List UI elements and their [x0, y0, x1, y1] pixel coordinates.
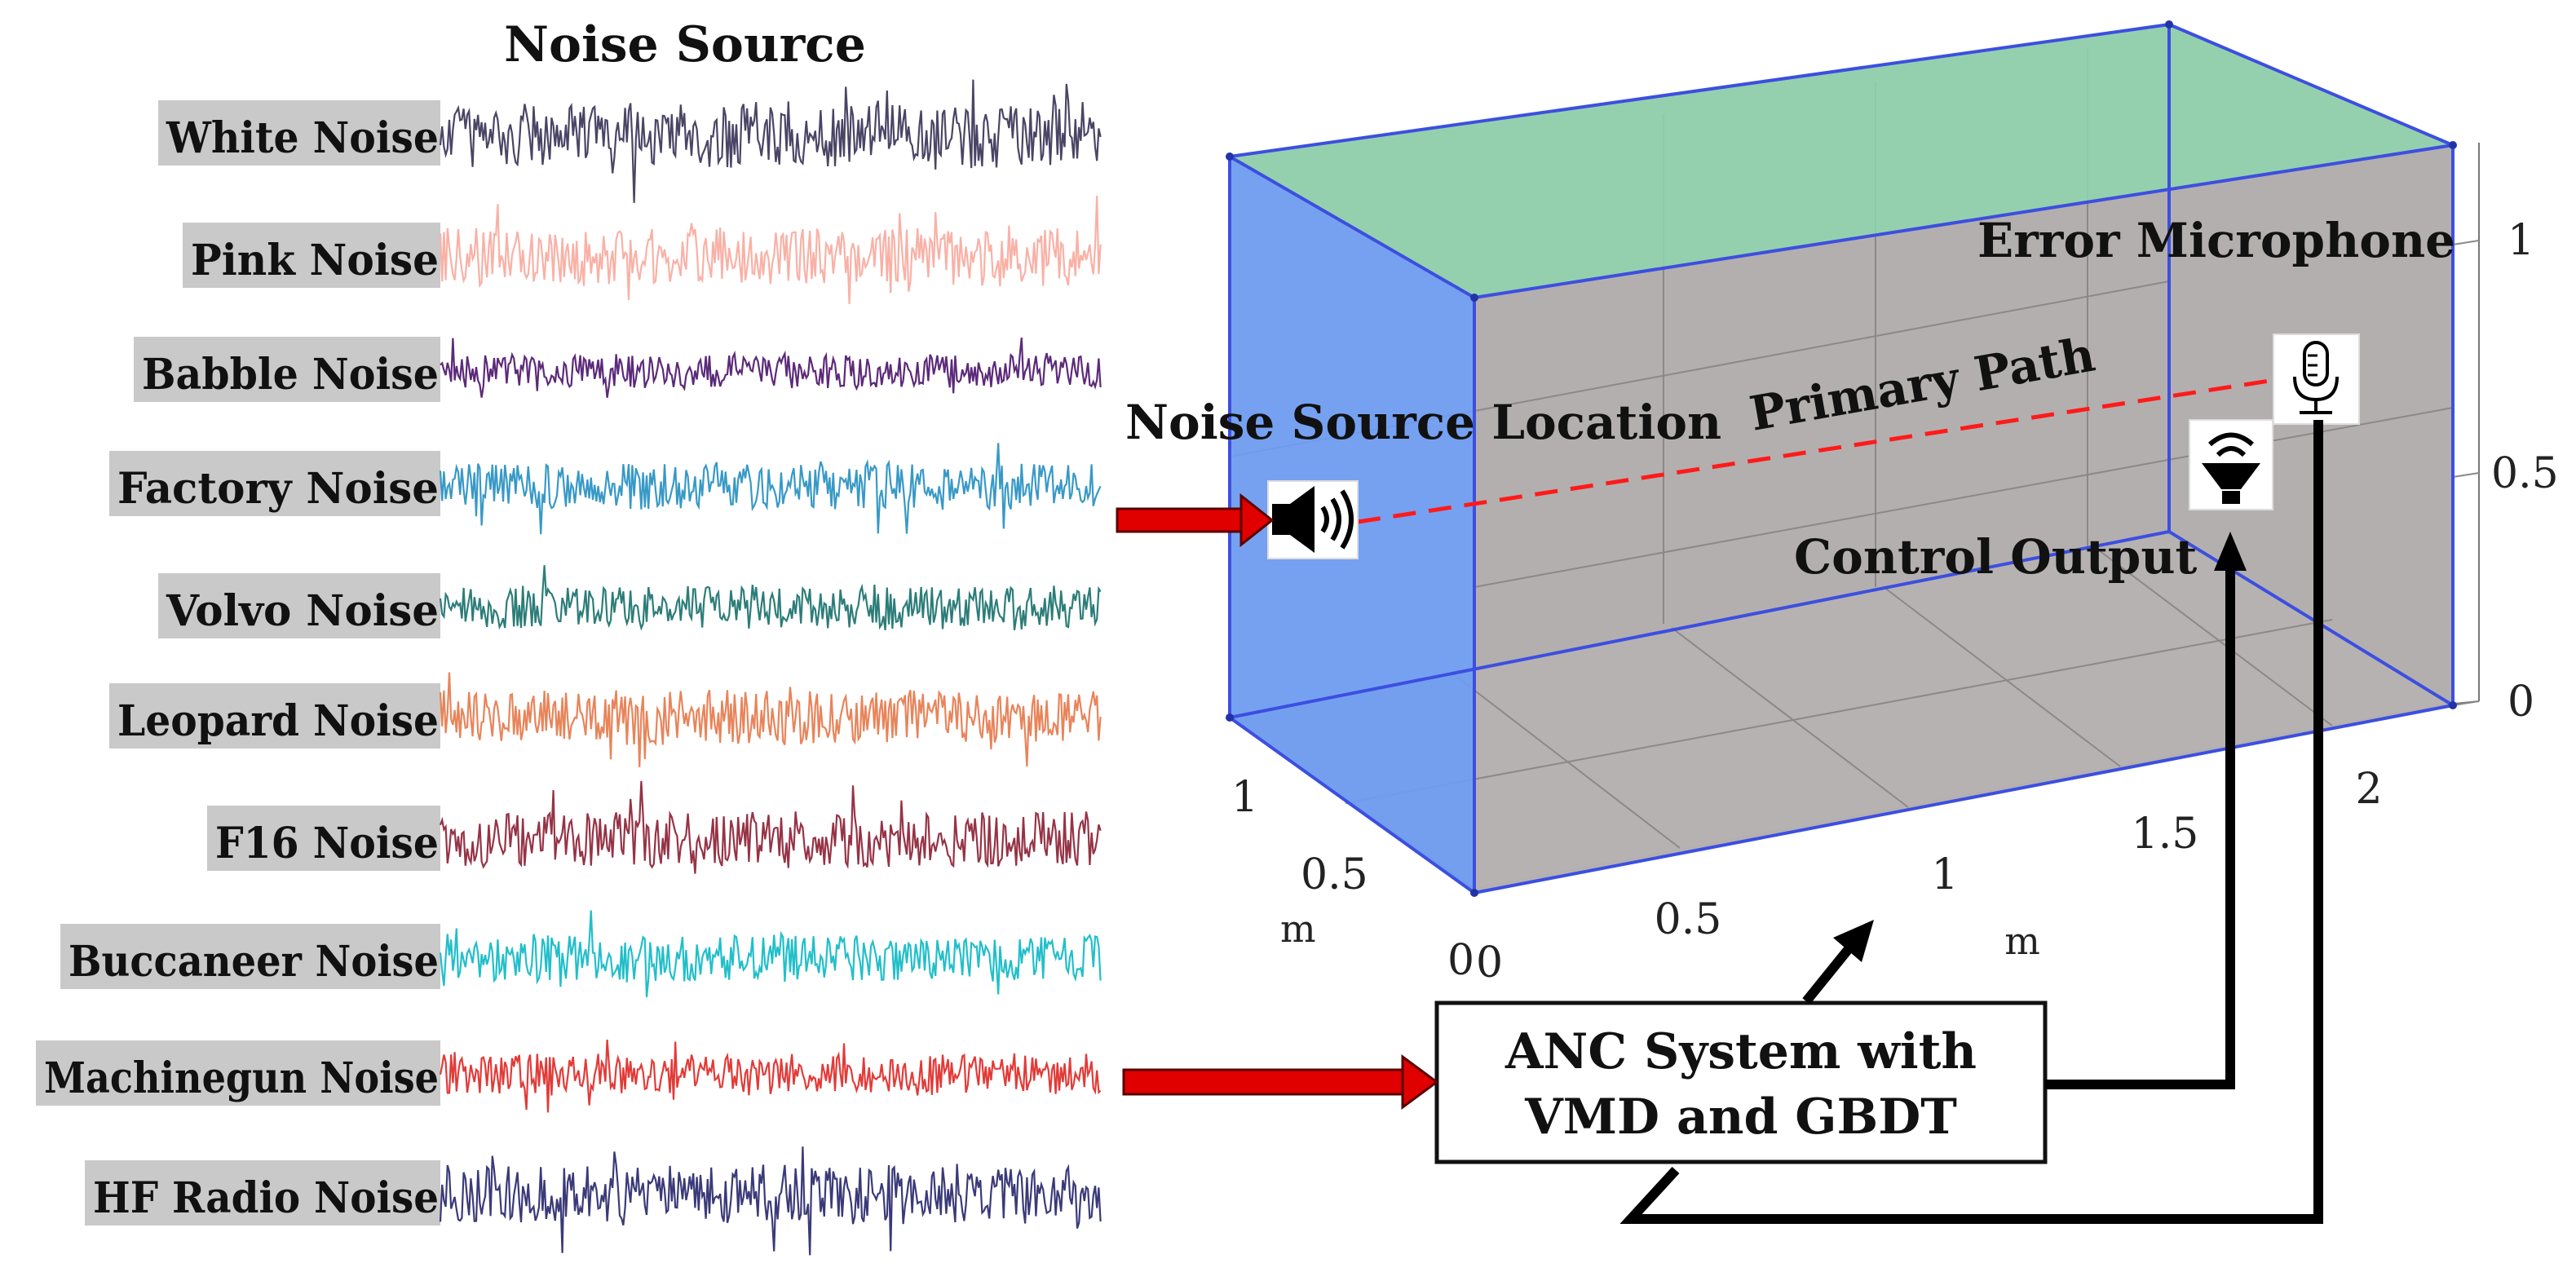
- noise-label: Buccaneer Noise: [68, 937, 439, 987]
- z-tick: 0: [2508, 678, 2534, 727]
- noise-label-background: [85, 1160, 440, 1226]
- noise-label-background: [183, 223, 440, 288]
- noise-input-arrow-anc: [1122, 1054, 1439, 1110]
- anc-system-box: [1434, 1000, 2048, 1164]
- z-tick: 0.5: [2491, 449, 2559, 498]
- anc-box-line1: ANC System with: [1505, 1023, 1977, 1080]
- z-tick: 1: [2508, 216, 2534, 265]
- noise-waveform: [439, 1146, 1102, 1256]
- speaker-icon: [1267, 480, 1359, 559]
- noise-source-title: Noise Source: [504, 16, 866, 73]
- noise-waveform: [439, 79, 1102, 203]
- noise-label-background: [134, 337, 440, 402]
- room-floor-face: [1230, 532, 2453, 893]
- noise-label: Leopard Noise: [117, 696, 439, 746]
- noise-label-background: [207, 806, 440, 871]
- noise-waveform: [439, 672, 1102, 767]
- x-tick: 0.5: [1655, 895, 1722, 944]
- noise-waveform: [440, 338, 1102, 398]
- noise-label: White Noise: [166, 113, 439, 163]
- x-axis-ticks: 0 0.5 1 1.5 2 m: [1476, 765, 2383, 987]
- control-output-arrowhead: [2214, 532, 2247, 571]
- noise-label: Pink Noise: [191, 236, 439, 285]
- y-axis-ticks: 0 0.5 1 m: [1231, 773, 1474, 985]
- x-axis-unit: m: [2004, 919, 2040, 963]
- noise-label-background: [60, 924, 440, 989]
- noise-label-background: [109, 683, 440, 749]
- x-tick: 2: [2355, 765, 2382, 814]
- anc-box-line2: VMD and GBDT: [1524, 1089, 1957, 1146]
- anc-to-room-connector: [1802, 943, 1855, 1005]
- error-microphone-label: Error Microphone: [1977, 213, 2455, 268]
- noise-label-background: [36, 1040, 440, 1106]
- anc-to-room-arrowhead: [1833, 920, 1874, 962]
- y-tick: 1: [1231, 773, 1258, 822]
- feedback-connectors: [1619, 420, 2323, 1224]
- noise-label-background: [158, 573, 440, 638]
- noise-label-background: [158, 100, 440, 166]
- noise-source-location-label: Noise Source Location: [1125, 395, 1721, 450]
- noise-waveform: [439, 910, 1102, 998]
- x-tick: 1.5: [2132, 810, 2199, 859]
- y-tick: 0.5: [1301, 850, 1368, 899]
- noise-waveform: [439, 565, 1102, 631]
- error-mic-connector: [1619, 420, 2323, 1224]
- loudspeaker-icon: [2189, 419, 2273, 510]
- noise-label: Volvo Noise: [166, 586, 439, 636]
- noise-label: Babble Noise: [142, 350, 439, 400]
- noise-label: F16 Noise: [215, 819, 439, 868]
- noise-waveform: [439, 443, 1102, 535]
- room-corners: [1226, 20, 2457, 897]
- noise-waveform: [439, 1040, 1102, 1113]
- primary-path-line: [1357, 378, 2276, 524]
- noise-label-background: [109, 451, 440, 516]
- control-output-connector: [2045, 567, 2235, 1089]
- microphone-icon: [2273, 333, 2360, 425]
- noise-waveform: [439, 196, 1102, 304]
- x-tick: 0: [1476, 939, 1503, 987]
- noise-label: HF Radio Noise: [93, 1173, 439, 1223]
- room-3d-box: [1226, 20, 2480, 897]
- noise-label: Machinegun Noise: [44, 1053, 439, 1103]
- noise-waveform: [439, 780, 1102, 874]
- control-output-label: Control Output: [1794, 529, 2197, 585]
- noise-label: Factory Noise: [117, 464, 439, 514]
- noise-input-arrow-room: [1116, 492, 1275, 548]
- z-axis-ticks: 1 0.5 0: [2491, 216, 2559, 727]
- y-tick: 0: [1447, 936, 1474, 985]
- y-axis-unit: m: [1280, 907, 1316, 951]
- room-top-face: [1230, 24, 2453, 298]
- x-tick: 1: [1931, 850, 1958, 899]
